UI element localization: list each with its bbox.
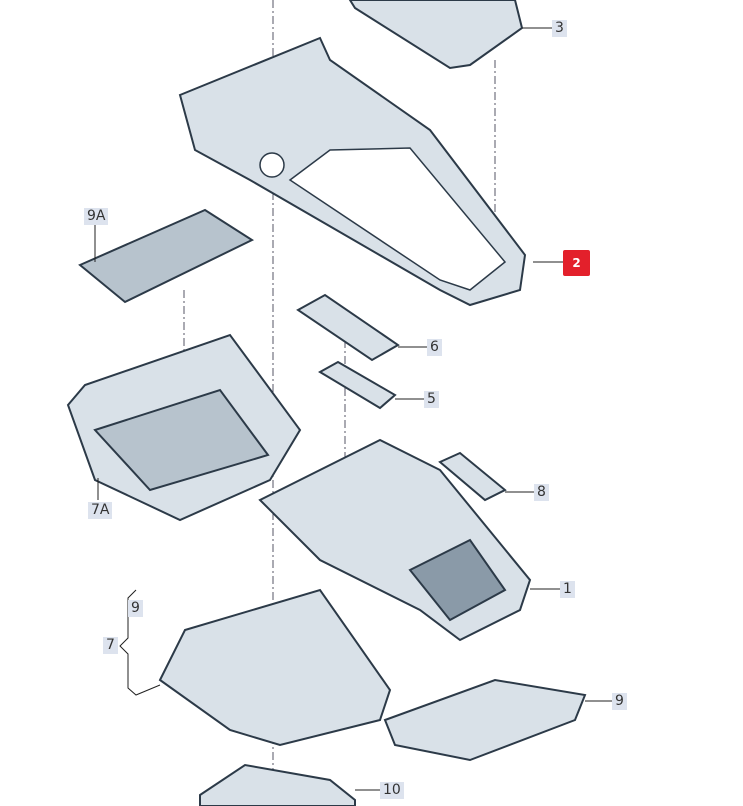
callout-9-right[interactable]: 9 [612, 693, 627, 710]
callout-2-highlighted[interactable]: 2 [563, 250, 590, 276]
part-10-bracket[interactable] [199, 763, 356, 806]
part-9-trim[interactable] [383, 678, 587, 762]
cup-opening [259, 152, 285, 178]
part-1-storage [408, 538, 507, 622]
callout-7[interactable]: 7 [103, 637, 118, 654]
part-7-console[interactable] [158, 588, 392, 747]
part-8-mat[interactable] [438, 451, 507, 502]
part-2-opening [288, 147, 507, 291]
callout-8[interactable]: 8 [534, 484, 549, 501]
callout-9-upper[interactable]: 9 [128, 600, 143, 617]
part-6-insert[interactable] [296, 293, 400, 362]
part-3-cover[interactable] [348, 0, 524, 70]
part-5-insert[interactable] [318, 360, 397, 410]
callout-5[interactable]: 5 [424, 391, 439, 408]
callout-3[interactable]: 3 [552, 20, 567, 37]
callout-9a[interactable]: 9A [84, 208, 109, 225]
part-9a-mat[interactable] [78, 208, 255, 304]
callout-10[interactable]: 10 [380, 782, 404, 799]
callout-1[interactable]: 1 [560, 581, 575, 598]
part-7a-mat [93, 388, 270, 492]
callout-6[interactable]: 6 [427, 339, 442, 356]
callout-7a[interactable]: 7A [88, 502, 113, 519]
